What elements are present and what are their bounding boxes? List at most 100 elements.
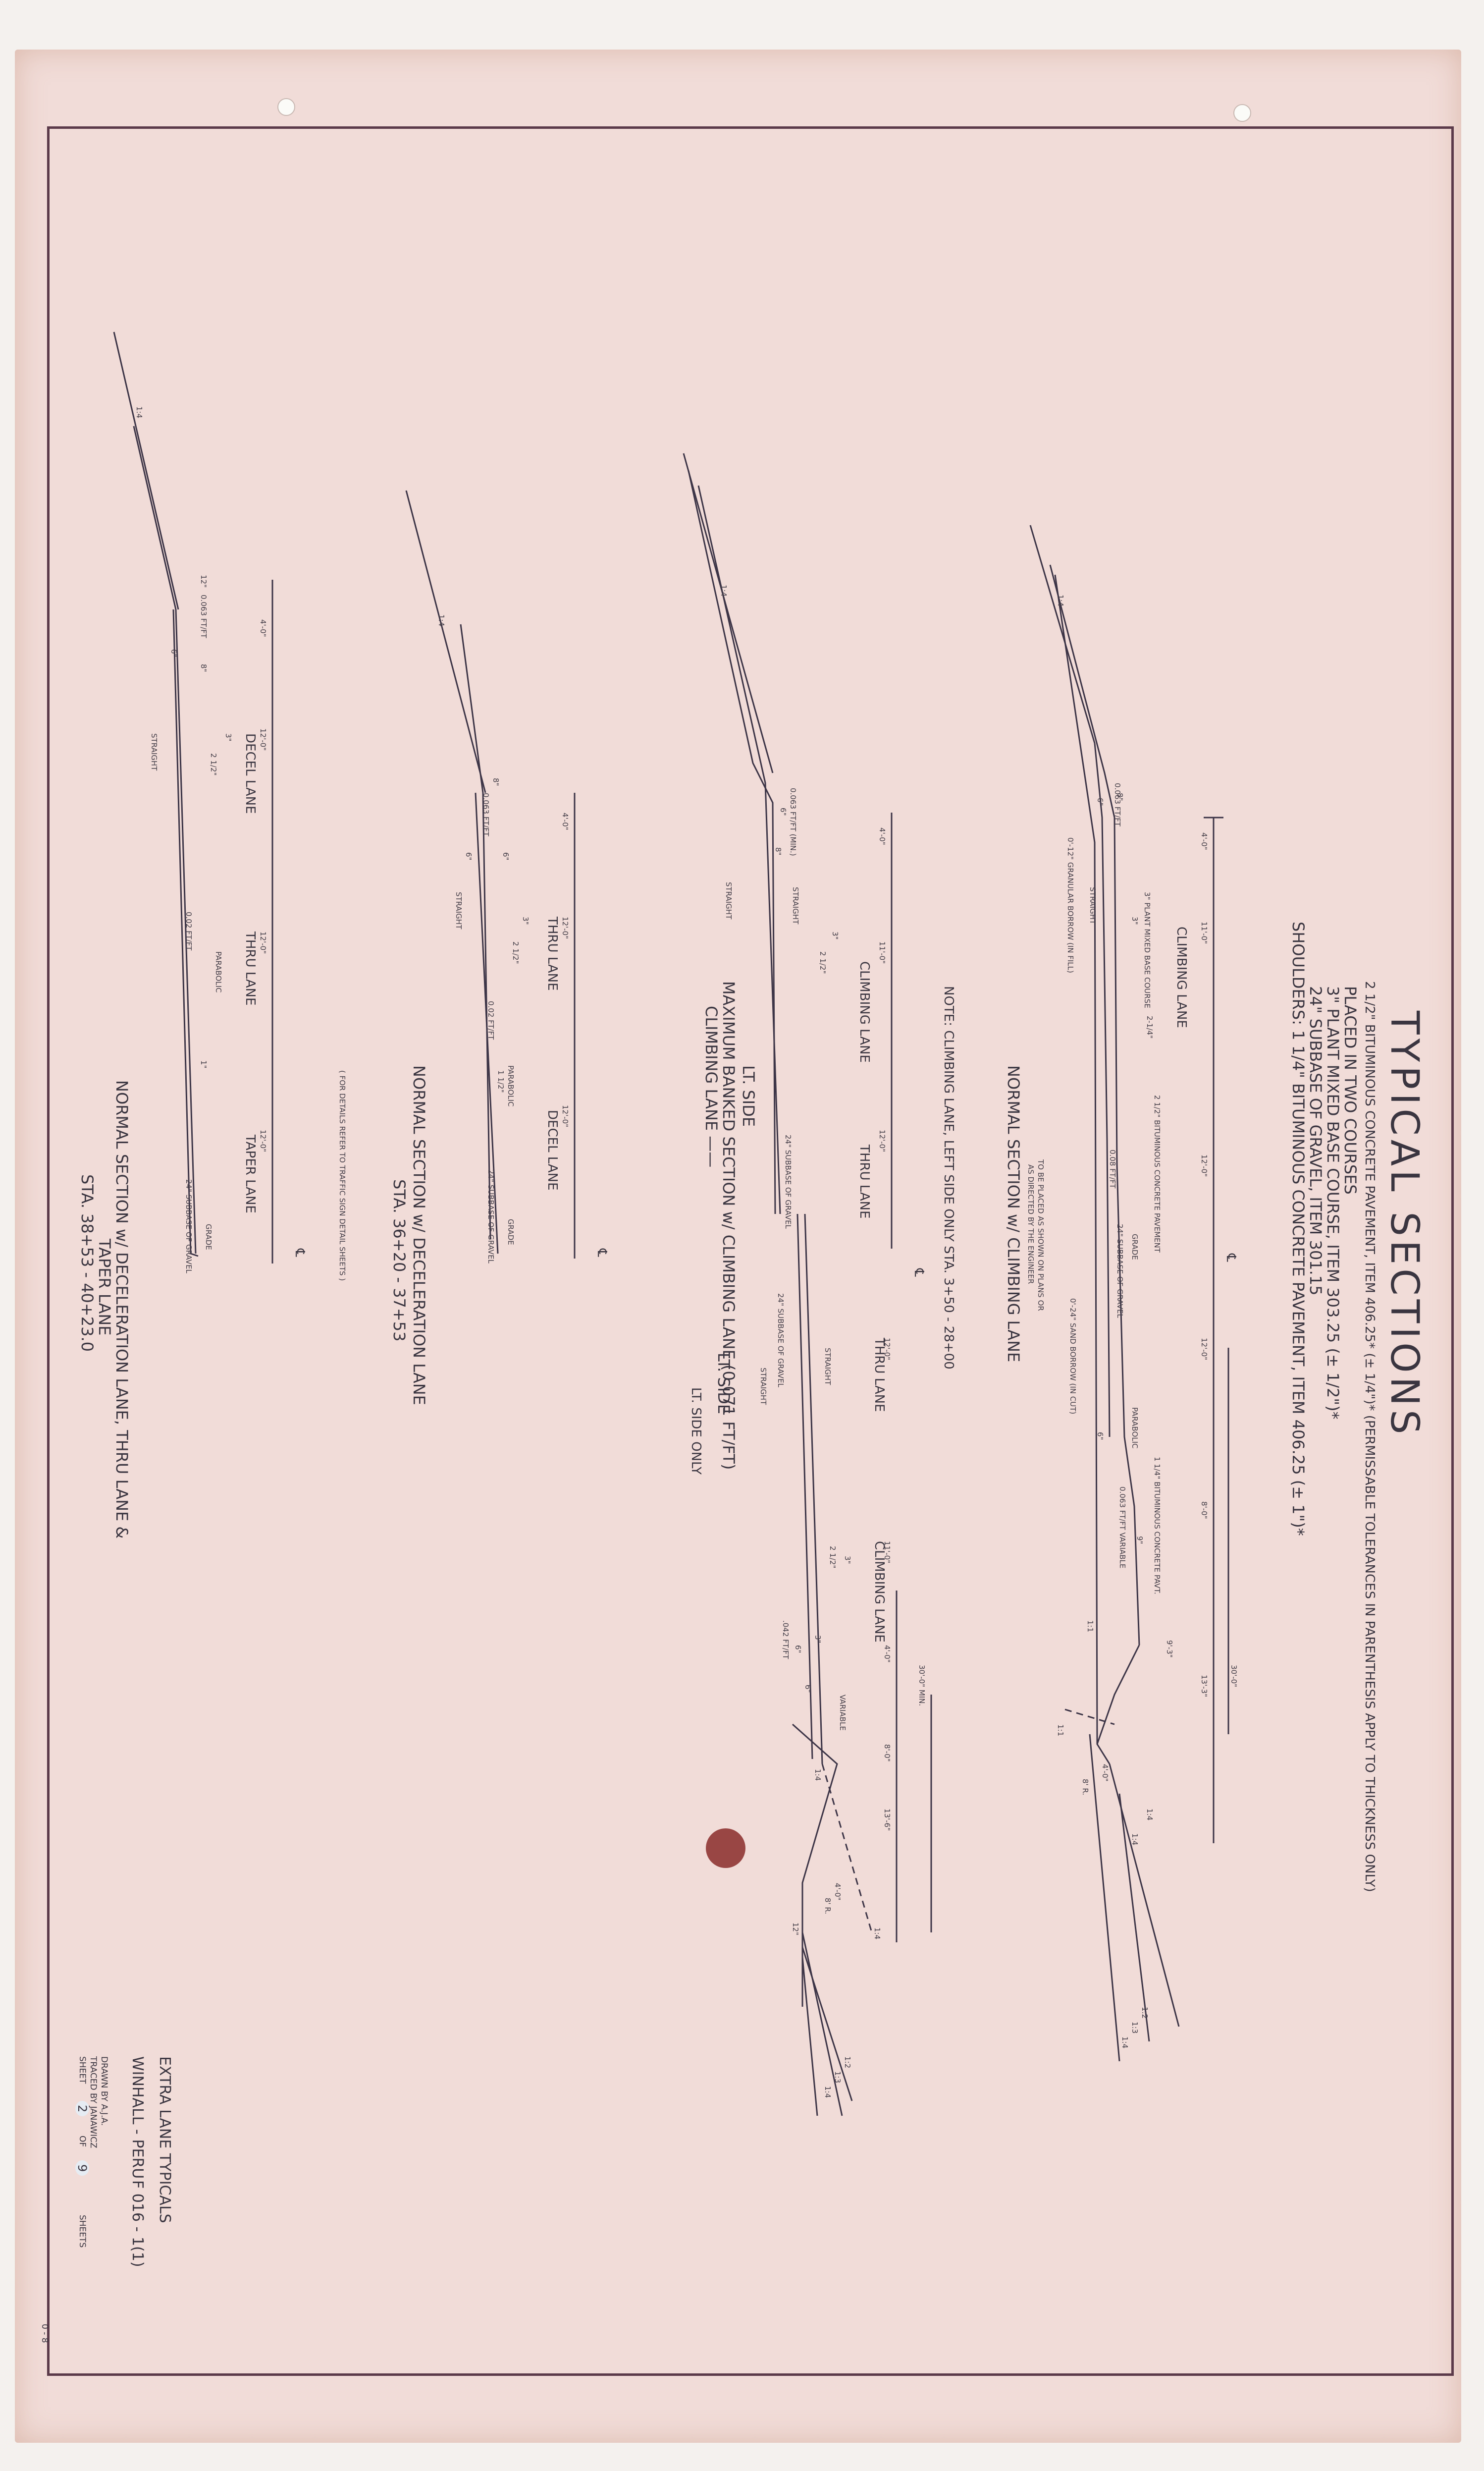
title-block-project: EXTRA LANE TYPICALS xyxy=(156,2056,173,2223)
grade-label: GRADE xyxy=(204,1224,213,1250)
lane-label: DECEL LANE xyxy=(243,733,258,814)
profile-label: STRAIGHT xyxy=(791,887,800,925)
title-block-sheets-label: SHEETS xyxy=(77,2215,87,2248)
dim-label: 12'-0" xyxy=(561,917,570,939)
slope-label: 1:4 xyxy=(1120,2036,1129,2049)
spec-line-1: 2 1/2" BITUMINOUS CONCRETE PAVEMENT, ITE… xyxy=(1362,981,1377,1892)
dim-label: 12'-0" xyxy=(561,1105,570,1128)
layer-label: 1 1/4" BITUMINOUS CONCRETE PAVT. xyxy=(1153,1457,1162,1594)
dim-label: 12'-0" xyxy=(1200,1154,1209,1177)
centerline-symbol: ℄ xyxy=(292,1249,307,1257)
cross-slope-label: 0.02 FT/FT xyxy=(184,912,193,951)
section1-lines xyxy=(1029,525,1229,2062)
spec-line-4: 24" SUBBASE OF GRAVEL, ITEM 301.15 xyxy=(1306,986,1325,1296)
lane-label: THRU LANE xyxy=(857,1145,872,1219)
sheet-number: 2 xyxy=(75,2101,89,2117)
slope-label: 1:1 xyxy=(1086,1620,1095,1633)
section2-lines xyxy=(683,453,932,2116)
lane-label: THRU LANE xyxy=(545,917,560,991)
depth-label: 6" xyxy=(779,808,788,816)
dim-label: 9'-3" xyxy=(1165,1640,1174,1658)
borrow-label: 0'-12" GRANULAR BORROW (IN FILL) xyxy=(1066,837,1075,973)
dim-label: 12'-0" xyxy=(259,1130,267,1153)
lane-label: DECEL LANE xyxy=(545,1110,560,1191)
cross-slope-label: 0.063 FT/FT (MIN.) xyxy=(789,788,797,856)
cross-slope-label: .042 FT/FT xyxy=(781,1620,790,1659)
dim-label: 12'-0" xyxy=(1200,1338,1209,1361)
dim-label: 8' R. xyxy=(1081,1779,1090,1796)
depth-label: 6" xyxy=(1096,798,1105,806)
punch-hole xyxy=(277,98,295,116)
subbase-label: 24" SUBBASE OF GRAVEL xyxy=(184,1179,193,1273)
depth-label: 3" xyxy=(813,1635,822,1644)
note-label: TO BE PLACED AS SHOWN ON PLANS OR xyxy=(1036,1159,1045,1311)
drawing-title: TYPICAL SECTIONS xyxy=(1382,1011,1427,1438)
depth-label: 3" xyxy=(831,932,840,940)
depth-label: 6" xyxy=(1096,1432,1105,1440)
depth-label: 8" xyxy=(199,664,208,672)
borrow-label: 0'-24" SAND BORROW (IN CUT) xyxy=(1068,1298,1077,1415)
dim-label: 11'-0" xyxy=(1200,922,1209,944)
cross-slope-label: 0.063 FT/FT xyxy=(199,595,208,638)
dim-label: 12" xyxy=(791,1922,800,1935)
dim-label: 4'-0" xyxy=(259,619,267,637)
section3-detail-note: ( FOR DETAILS REFER TO TRAFFIC SIGN DETA… xyxy=(338,1070,347,1281)
lane-label: TAPER LANE xyxy=(243,1135,258,1213)
depth-label: 6" xyxy=(803,1685,812,1693)
centerline-symbol: ℄ xyxy=(594,1249,609,1257)
layer-label: 2 1/2" BITUMINOUS CONCRETE PAVEMENT xyxy=(1153,1095,1162,1253)
depth-label: 1 1/2" xyxy=(496,1070,505,1093)
slope-label: 1:4 xyxy=(873,1927,882,1940)
punch-hole xyxy=(1233,104,1251,122)
cross-slope-label: 0.063 FT/FT xyxy=(481,793,490,836)
title-block-of-label: OF xyxy=(77,2136,87,2147)
slope-label: 1:4 xyxy=(823,2086,832,2098)
grade-label: GRADE xyxy=(506,1219,515,1245)
section3-sta: STA. 36+20 - 37+53 xyxy=(390,1179,409,1342)
depth-label: 3" xyxy=(1130,917,1139,925)
lane-label: CLIMBING LANE xyxy=(1174,927,1189,1028)
title-block-total: 9 xyxy=(75,2160,89,2176)
profile-label: PARABOLIC xyxy=(1130,1407,1139,1449)
depth-label: 8" xyxy=(1115,793,1124,801)
variable-label: VARIABLE xyxy=(838,1695,847,1731)
cross-slope-label: 0.063 FT/FT xyxy=(1113,783,1122,826)
dim-label: 13'-3" xyxy=(1200,1675,1209,1698)
drawing-sheet xyxy=(15,50,1461,2443)
section3-lines xyxy=(405,490,576,1259)
section4-lines xyxy=(113,331,273,1263)
dim-label: 4'-0" xyxy=(561,813,570,830)
depth-label: 8" xyxy=(491,778,500,786)
profile-label: STRAIGHT xyxy=(454,892,463,930)
section3-caption: NORMAL SECTION w/ DECELERATION LANE xyxy=(410,1065,428,1405)
slope-label: 1:4 xyxy=(1056,595,1065,607)
slope-label: 1:1 xyxy=(1056,1724,1065,1737)
depth-label: 12" xyxy=(199,575,208,588)
slope-label: 1:4 xyxy=(1145,1809,1154,1821)
depth-label: 2-1/4" xyxy=(1145,1016,1154,1039)
grade-label: GRADE xyxy=(1130,1234,1139,1260)
subbase-label: 24" SUBBASE OF GRAVEL xyxy=(776,1293,785,1387)
section2-climbing: CLIMBING LANE —— xyxy=(702,1006,721,1168)
lane-label: THRU LANE xyxy=(243,932,258,1006)
section2-lt-side: LT. SIDE xyxy=(739,1065,758,1127)
dim-label: 8'-0" xyxy=(1200,1501,1209,1519)
section4-sta: STA. 38+53 - 40+23.0 xyxy=(78,1174,97,1352)
title-block-drawn: DRAWN BY A.J.A. xyxy=(99,2056,109,2126)
dim-label: 12'-0" xyxy=(259,728,267,751)
spec-line-5: SHOULDERS: 1 1/4" BITUMINOUS CONCRETE PA… xyxy=(1289,922,1308,1536)
depth-label: 6" xyxy=(794,1645,802,1653)
depth-label: 3" xyxy=(843,1556,852,1564)
dim-label: 4'-0" xyxy=(878,827,887,845)
dim-label: 12'-0" xyxy=(878,1130,887,1153)
section4-caption: NORMAL SECTION w/ DECELERATION LANE, THR… xyxy=(112,1080,131,1539)
spec-line-3: 3" PLANT MIXED BASE COURSE, ITEM 303.25 … xyxy=(1324,986,1342,1420)
title-block-traced: TRACED BY JANAWICZ xyxy=(88,2056,98,2148)
dim-label: 30'-0" xyxy=(1229,1665,1238,1688)
corner-label: 0 - 8 xyxy=(40,2324,50,2343)
lane-label: CLIMBING LANE xyxy=(872,1541,887,1643)
dim-label: 30'-0" MIN. xyxy=(917,1665,926,1706)
depth-label: 6" xyxy=(464,852,473,861)
cross-slope-label: 0.02 FT/FT xyxy=(486,1001,495,1040)
dim-label: 4'-0" xyxy=(833,1883,842,1901)
